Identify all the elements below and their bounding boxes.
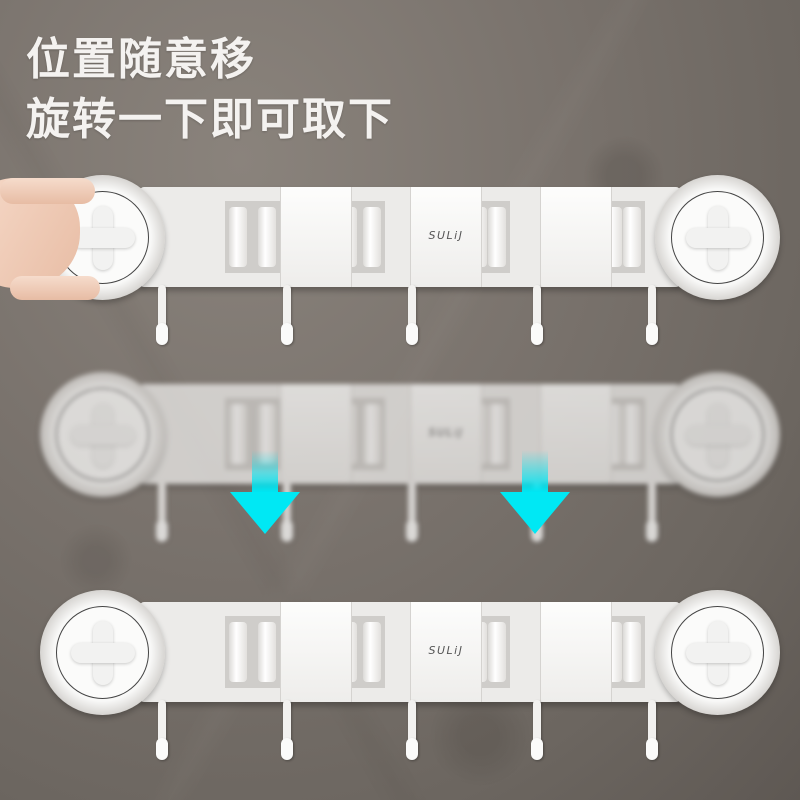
roller [488,207,506,267]
hook [645,482,659,542]
roller [488,622,506,682]
rack-bar: SULiJ [140,187,680,287]
roller [623,207,641,267]
brand-logo: SULiJ [428,644,464,657]
roller [488,404,506,464]
hook [155,482,169,542]
hook [155,285,169,345]
roller-gap [225,201,280,273]
cross-knob-icon [685,620,750,685]
suction-cup-right [655,372,780,497]
roller [363,622,381,682]
roller [258,622,276,682]
cross-knob-icon [685,205,750,270]
clamp-block [540,384,612,484]
hand-finger [0,178,95,204]
hook [530,700,544,760]
roller [258,207,276,267]
suction-cup-left [40,590,165,715]
cross-knob-icon [685,402,750,467]
rack-top: SULiJ [40,175,780,345]
rack-bar: SULiJ [140,602,680,702]
clamp-block [280,602,352,702]
clamp-block: SULiJ [410,187,482,287]
clamp-block: SULiJ [410,602,482,702]
arrow-down-icon [500,450,570,540]
clamp-block [280,384,352,484]
hook [405,482,419,542]
roller [229,207,247,267]
clamp-block: SULiJ [410,384,482,484]
hook [405,700,419,760]
cross-knob-icon [70,620,135,685]
hand [0,178,100,300]
brand-logo: SULiJ [428,426,464,439]
suction-cup-right [655,590,780,715]
hook [405,285,419,345]
hook [645,285,659,345]
clamp-block [280,187,352,287]
roller [623,622,641,682]
roller-gap [225,616,280,688]
hook [280,700,294,760]
clamp-block [540,602,612,702]
cross-knob-icon [70,402,135,467]
hook [530,285,544,345]
roller [258,404,276,464]
suction-cup-right [655,175,780,300]
rack-middle: SULiJ [40,372,780,542]
roller [229,622,247,682]
hook [645,700,659,760]
hook [155,700,169,760]
hook [280,285,294,345]
clamp-block [540,187,612,287]
cross-knob-icon [70,205,135,270]
arrow-down-icon [230,450,300,540]
hand-thumb [10,276,100,300]
headline-line-2: 旋转一下即可取下 [26,94,394,145]
suction-cup-left [40,372,165,497]
roller [623,404,641,464]
roller [229,404,247,464]
roller [363,207,381,267]
roller [363,404,381,464]
rack-bottom: SULiJ [40,590,780,760]
headline: 位置随意移 旋转一下即可取下 [26,30,394,150]
brand-logo: SULiJ [428,229,464,242]
rack-bar: SULiJ [140,384,680,484]
headline-line-1: 位置随意移 [26,34,256,85]
